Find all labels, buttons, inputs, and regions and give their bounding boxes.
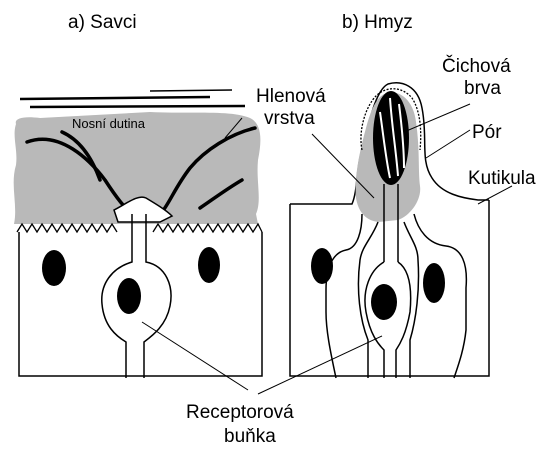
insect-support-cell-nucleus-right [423, 263, 445, 303]
mammal-cavity-wall-lines [20, 90, 245, 107]
insect-receptor-cell [365, 262, 411, 378]
mammal-panel-caption: a) Savci [68, 12, 137, 33]
cilium-label-line1: Čichová [442, 55, 511, 77]
mammal-panel [14, 90, 262, 378]
insect-receptor-cell-nucleus [371, 284, 397, 320]
cuticle-label: Kutikula [468, 168, 536, 189]
mammal-support-cell-nucleus-left [42, 250, 66, 286]
mucus-layer-label-line2: vrstva [264, 108, 315, 129]
receptor-leader-a [142, 322, 248, 390]
mammal-microvilli-edge [17, 224, 262, 232]
mammal-support-cell-nucleus-right [198, 247, 220, 283]
receptor-cell-label-line1: Receptorová [186, 402, 294, 423]
pore-label: Pór [472, 122, 502, 143]
cilium-label-line2: brva [464, 78, 501, 99]
receptor-leader-b [258, 336, 382, 394]
receptor-cell-label-line2: buňka [224, 426, 276, 447]
insect-panel [290, 83, 489, 378]
insect-panel-caption: b) Hmyz [342, 12, 413, 33]
mammal-receptor-cell-nucleus [117, 278, 141, 314]
insect-support-cell-nucleus-left [311, 248, 333, 284]
nasal-cavity-label: Nosní dutina [72, 116, 146, 131]
pore-leader [426, 130, 470, 158]
mucus-layer-label-line1: Hlenová [256, 86, 326, 107]
